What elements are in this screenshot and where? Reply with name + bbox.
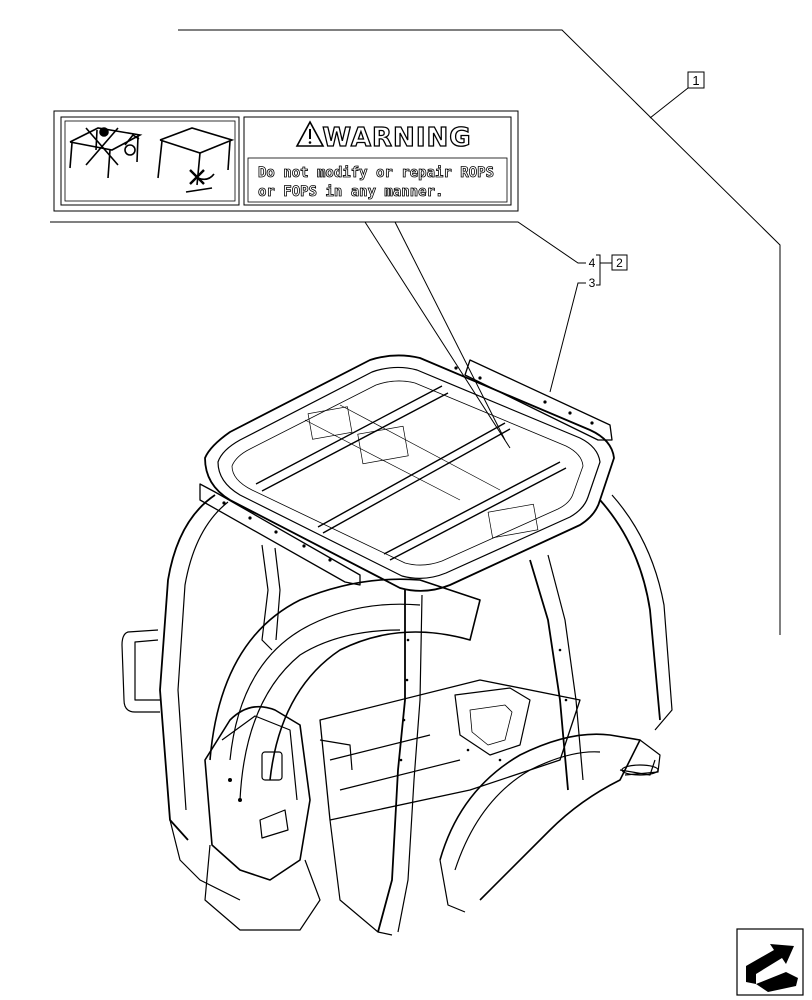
next-page-arrow-icon[interactable] — [736, 928, 804, 996]
callout-1: 1 — [687, 71, 705, 89]
control-console — [204, 705, 311, 881]
roof-bracket-front — [199, 483, 361, 586]
side-handle — [121, 629, 160, 713]
cab-frame — [121, 354, 673, 936]
decal-line-1: Do not modify or repair ROPS — [258, 165, 494, 181]
roof-slats — [255, 385, 567, 561]
rear-corner-pillar — [599, 499, 661, 721]
callout-2-leaders — [50, 221, 612, 393]
ref-3-label: 3 — [589, 276, 596, 290]
cab-floor — [319, 679, 581, 821]
front-center-pillar — [377, 590, 406, 933]
right-fender — [439, 733, 641, 901]
fastener-dots — [222, 366, 594, 802]
left-fender — [209, 578, 481, 781]
callout-2: 2 — [611, 254, 628, 271]
callout-2-label: 2 — [616, 256, 623, 270]
decal-line-2: or FOPS in any manner. — [258, 184, 443, 200]
decal-pictogram — [60, 116, 240, 206]
no-welding-icon — [69, 127, 143, 179]
warning-decal: WARNING Do not modify or repair ROPS or … — [53, 110, 519, 212]
callout-1-label: 1 — [692, 73, 699, 88]
roof-panel — [204, 354, 615, 592]
callout-1-leader — [178, 29, 781, 635]
decal-to-roof-leaders — [364, 221, 511, 449]
front-left-pillar — [159, 494, 216, 841]
decal-text-panel: WARNING Do not modify or repair ROPS or … — [243, 116, 512, 206]
warning-triangle-icon — [295, 120, 325, 147]
no-cutting-icon — [157, 127, 235, 193]
decal-title: WARNING — [322, 123, 471, 153]
ref-4-label: 4 — [589, 256, 596, 270]
rear-right-pillar — [529, 559, 569, 791]
